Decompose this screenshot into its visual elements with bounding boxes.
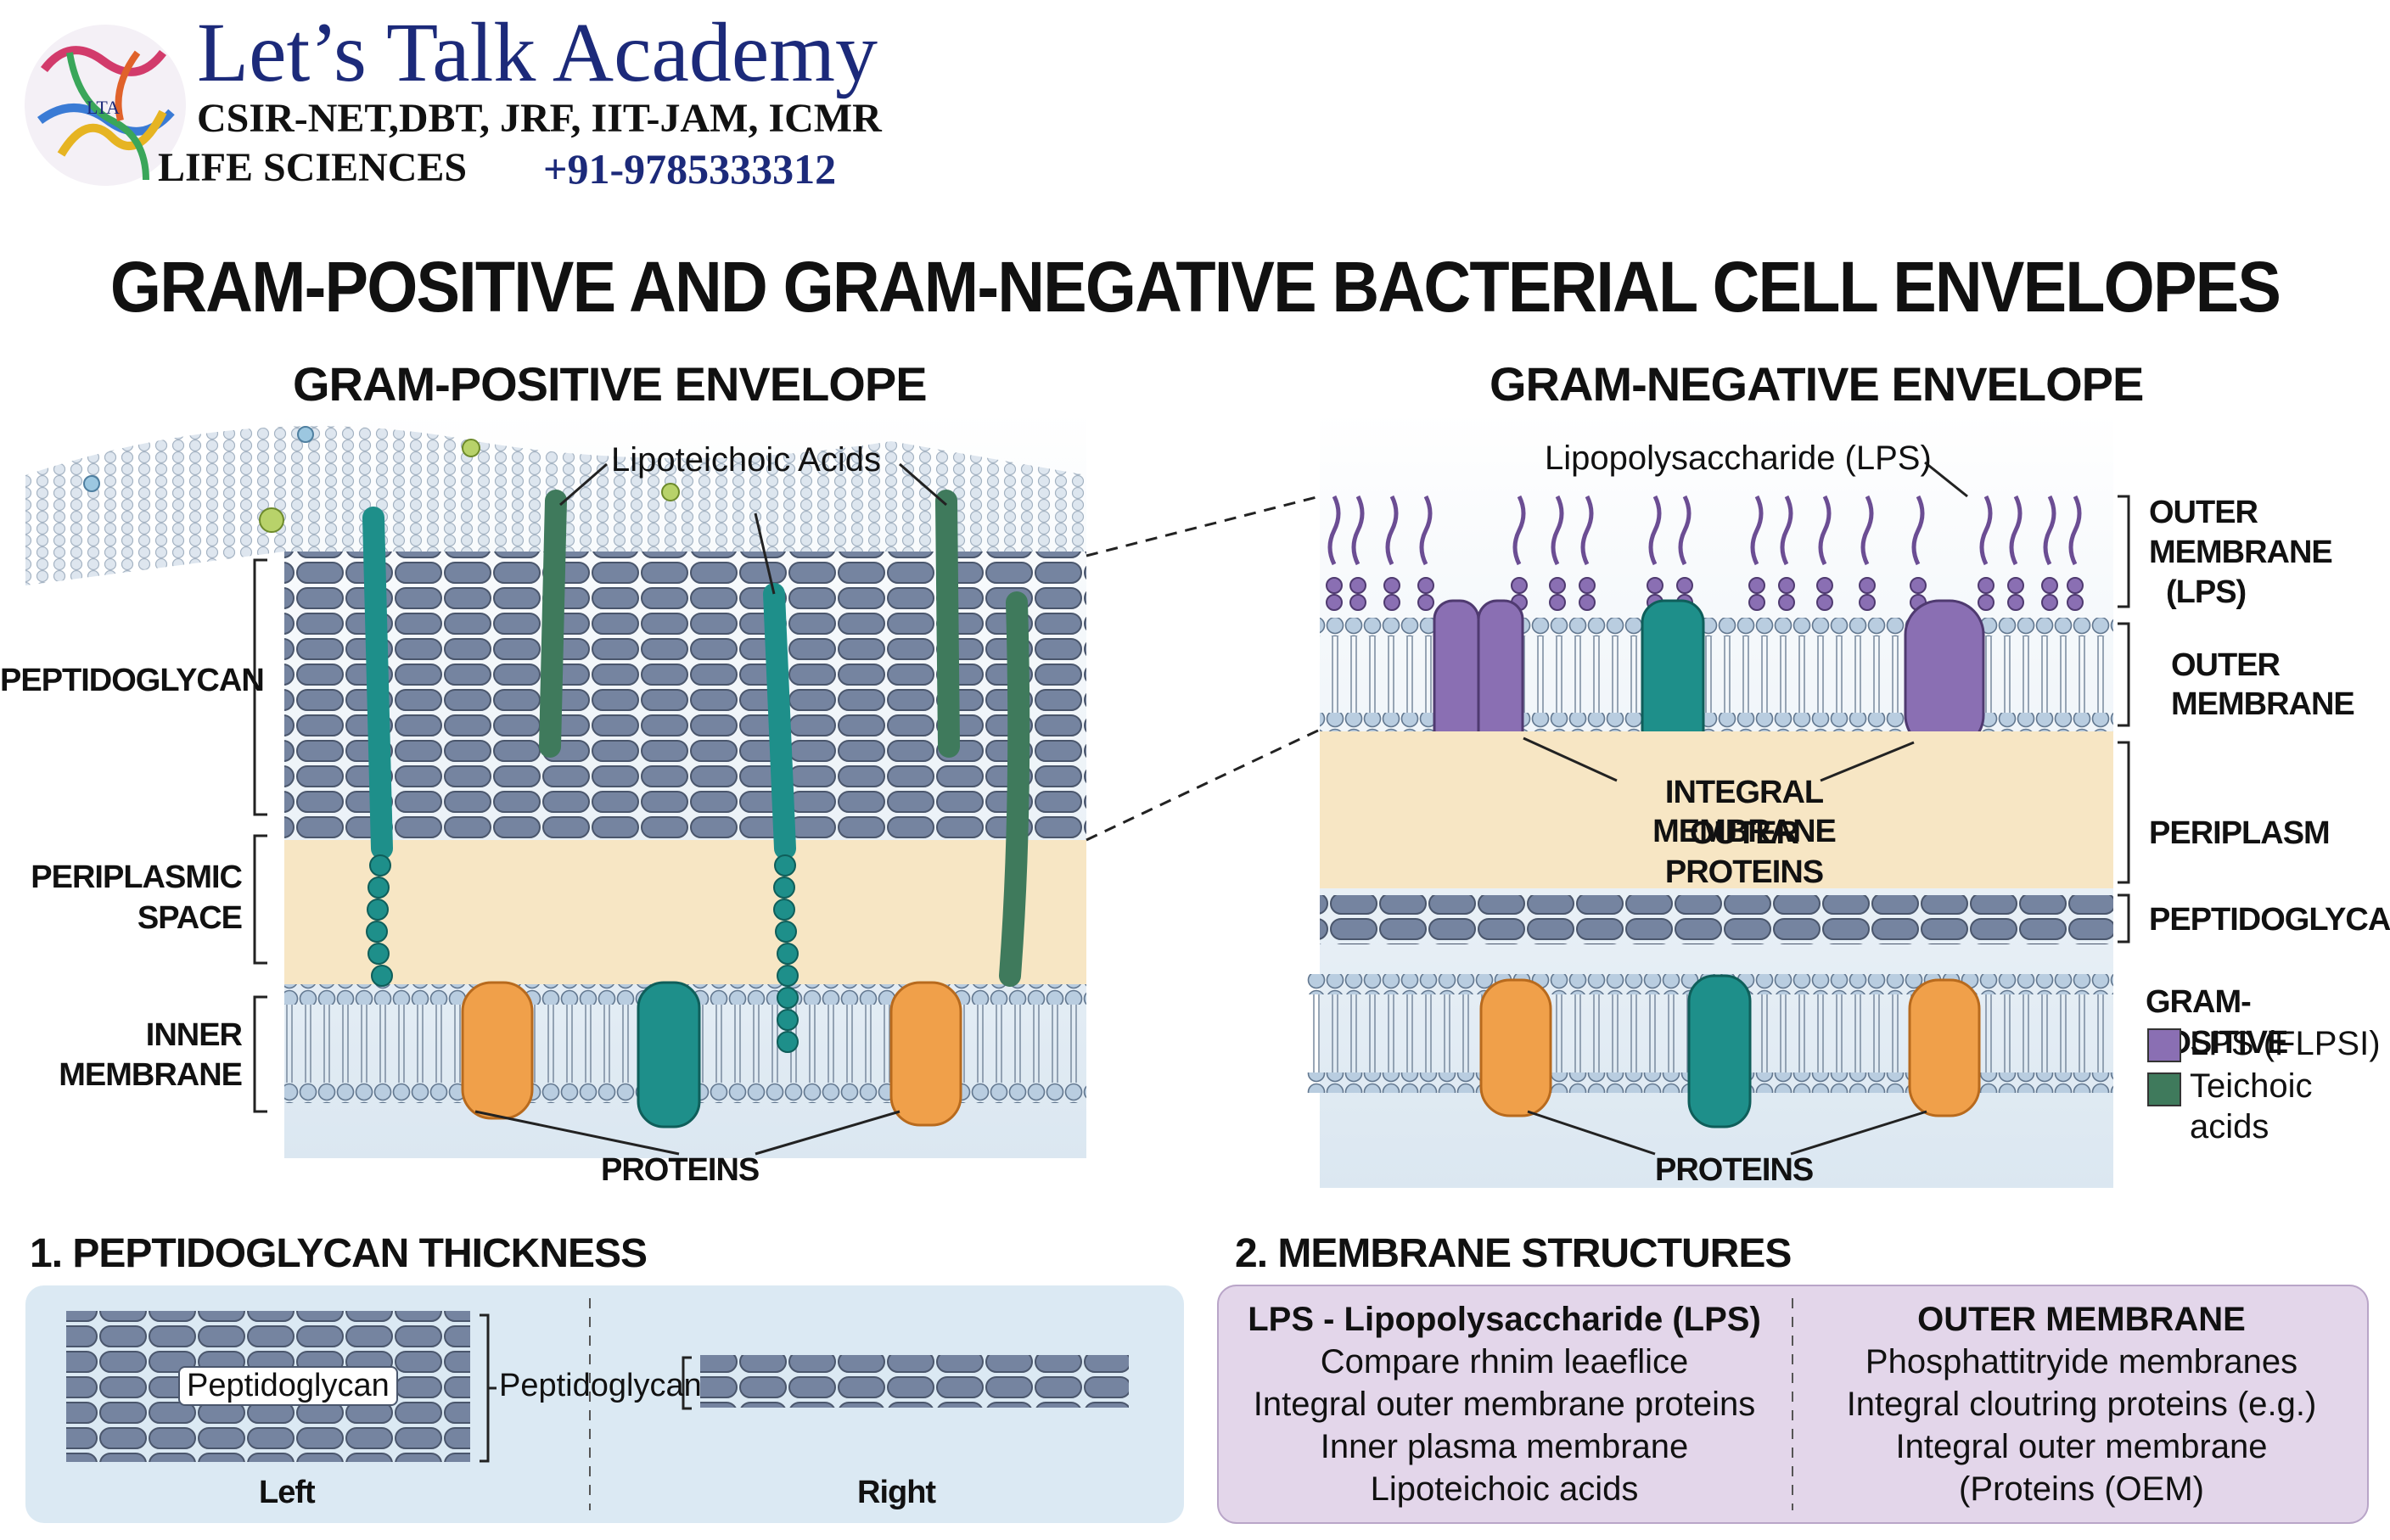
- section2-left-column: LPS - Lipopolysaccharide (LPS) Compare r…: [1222, 1298, 1787, 1510]
- gp-protein-orange-2: [889, 981, 962, 1127]
- lta-chain-1: [362, 507, 393, 860]
- gn-title: GRAM-NEGATIVE ENVELOPE: [1490, 357, 2144, 411]
- section2-left-line-4: Lipoteichoic acids: [1370, 1470, 1639, 1508]
- section2-left-heading: LPS - Lipopolysaccharide (LPS): [1248, 1301, 1761, 1338]
- legend-label-teichoic: Teichoic: [2190, 1067, 2313, 1105]
- lipoteichoic-label: Lipoteichoic Acids: [611, 441, 881, 479]
- section1-title: 1. PEPTIDOGLYCAN THICKNESS: [30, 1231, 648, 1276]
- gp-protein-orange-1: [461, 981, 534, 1120]
- gp-inner-label-2: MEMBRANE: [59, 1057, 243, 1093]
- legend-swatch-teichoic: [2147, 1072, 2181, 1106]
- gn-lps-layer: [1327, 495, 2082, 566]
- gn-outer-label-2: MEMBRANE: [2171, 686, 2355, 722]
- integral-label-2: MEMBRANE PROTEINS: [1652, 814, 1837, 890]
- gn-periplasm: [1320, 731, 2113, 888]
- gp-proteins-label: PROTEINS: [601, 1152, 760, 1188]
- brand-phone: +91-9785333312: [543, 145, 837, 193]
- gp-peptidoglycan-label: PEPTIDOGLYCAN: [0, 663, 265, 698]
- section1-bracket-label: Peptidoglycan: [499, 1368, 702, 1403]
- section2-right-column: OUTER MEMBRANE Phosphattitryide membrane…: [1799, 1298, 2364, 1510]
- legend-label-teichoic-2: acids: [2190, 1108, 2269, 1145]
- section2-right-line-4: (Proteins (OEM): [1959, 1470, 2204, 1508]
- gn-brackets: [2118, 495, 2130, 944]
- section1-inner-label: Peptidoglycan: [178, 1366, 398, 1406]
- section2-title: 2. MEMBRANE STRUCTURES: [1235, 1231, 1792, 1276]
- ta-chain-3: [999, 591, 1030, 987]
- section2-right-heading: OUTER MEMBRANE: [1917, 1301, 2246, 1338]
- lta-beads-1: [366, 854, 393, 987]
- ta-chain-1: [539, 490, 567, 758]
- legend-label-lps: LPS (FLPSI): [2190, 1025, 2381, 1062]
- gn-outer-lps-label-2: MEMBRANE: [2149, 535, 2333, 570]
- gp-protein-teal: [637, 981, 701, 1128]
- section2-left-line-1: Compare rhnim leaeflice: [1320, 1343, 1689, 1380]
- brand-exams: CSIR-NET,DBT, JRF, IIT-JAM, ICMR: [197, 96, 882, 141]
- gn-outer-label-1: OUTER: [2171, 647, 2281, 683]
- integral-label-1: INTEGRAL OUTER: [1664, 775, 1824, 851]
- gp-periplasmic-label-1: PERIPLASMIC: [31, 860, 243, 895]
- surface-molecules: [83, 426, 680, 533]
- gp-leader-lines: [474, 462, 947, 1156]
- lps-label: Lipopolysaccharide (LPS): [1545, 440, 1932, 477]
- ta-chain-2: [935, 490, 960, 758]
- lta-chain-2: [763, 583, 796, 860]
- gp-periplasmic-label-2: SPACE: [137, 900, 243, 936]
- gn-lps-cores: [1326, 577, 2084, 611]
- legend-swatch-lps: [2147, 1028, 2181, 1062]
- logo: LTA: [19, 19, 193, 193]
- gp-title: GRAM-POSITIVE ENVELOPE: [293, 357, 928, 411]
- section2-right-line-1: Phosphattitryide membranes: [1865, 1343, 2298, 1380]
- gn-proteins-label: PROTEINS: [1655, 1152, 1814, 1188]
- logo-text: LTA: [87, 97, 120, 118]
- section2-right-line-2: Integral cloutring proteins (e.g.): [1846, 1386, 2317, 1423]
- gp-periplasmic-space: [284, 840, 1086, 984]
- brand-name: Let’s Talk Academy: [197, 5, 878, 99]
- gn-peptidoglycan-label: PEPTIDOGLYCAN: [2149, 902, 2390, 938]
- section2-right-line-3: Integral outer membrane: [1895, 1428, 2268, 1465]
- gn-periplasm-label: PERIPLASM: [2149, 815, 2331, 851]
- gn-integral-protein-2: [1904, 599, 1985, 751]
- gn-outer-lps-label-1: OUTER: [2149, 495, 2258, 530]
- gn-protein-orange-2: [1908, 978, 1981, 1117]
- gn-peptidoglycan-layer: [1320, 895, 2113, 944]
- brand-subject: LIFE SCIENCES: [158, 145, 468, 190]
- thin-peptidoglycan-sample: [700, 1355, 1129, 1408]
- thin-bracket: [682, 1356, 692, 1410]
- gn-outer-lps-label-3: (LPS): [2166, 574, 2247, 610]
- gp-inner-label-1: INNER: [145, 1017, 243, 1053]
- zoom-lines: [1086, 495, 1321, 842]
- gn-integral-protein-1: [1433, 599, 1524, 751]
- gn-protein-teal: [1687, 974, 1752, 1128]
- main-title: GRAM-POSITIVE AND GRAM-NEGATIVE BACTERIA…: [109, 247, 2281, 327]
- section2-left-line-3: Inner plasma membrane: [1320, 1428, 1689, 1465]
- section2-box: [1217, 1285, 2369, 1524]
- section2-left-line-2: Integral outer membrane proteins: [1253, 1386, 1756, 1423]
- section1-right-caption: Right: [857, 1475, 936, 1510]
- lta-beads-2: [773, 854, 799, 1053]
- gn-protein-orange-1: [1479, 978, 1552, 1117]
- section1-left-caption: Left: [259, 1475, 316, 1510]
- gn-integral-protein-teal: [1641, 599, 1705, 753]
- gp-peptidoglycan-layer: [284, 552, 1086, 840]
- gp-brackets: [253, 558, 267, 1113]
- gn-leader-lines: [1523, 461, 1968, 1156]
